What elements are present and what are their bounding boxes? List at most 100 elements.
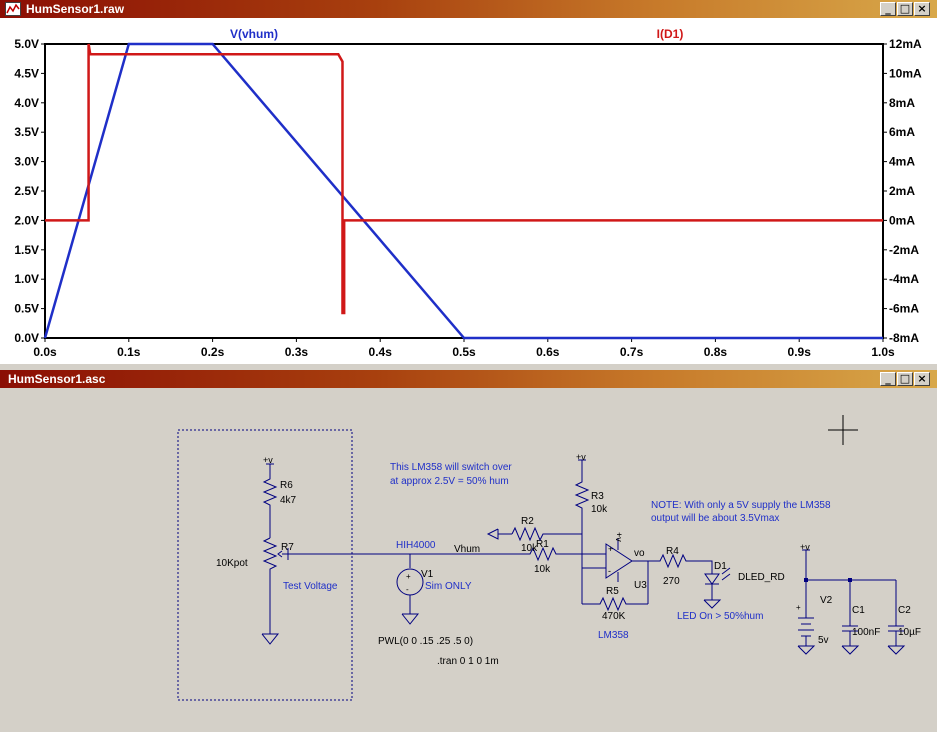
r6-name: R6	[280, 480, 293, 491]
x-tick-label: 0.5s	[452, 345, 476, 359]
plot-frame	[44, 43, 884, 339]
c2-name: C2	[898, 605, 911, 616]
y-right-tick-label: -2mA	[889, 243, 919, 257]
y-right-tick-label: 4mA	[889, 155, 915, 169]
r6-value: 4k7	[280, 495, 297, 506]
test-voltage-group-box	[177, 429, 353, 701]
supply-plus-label-4: +v	[800, 542, 810, 552]
net-vhum-label: Vhum	[454, 544, 480, 555]
y-right-tick-label: 10mA	[889, 66, 922, 80]
x-tick-label: 0.6s	[536, 345, 560, 359]
y-right-tick-label: 2mA	[889, 184, 915, 198]
comment-switch-line1: This LM358 will switch over	[390, 462, 512, 473]
u3-opamp[interactable]	[605, 543, 633, 579]
supply-plus-label-3: +v	[614, 532, 624, 542]
net-vo-label: vo	[634, 548, 645, 559]
supply-plus-label-2: +v	[576, 452, 586, 462]
r1-name: R1	[536, 539, 549, 550]
c2-value: 10µF	[898, 627, 921, 638]
schematic-drawing[interactable]: +v R6 4k7 R7 10Kpot Test Voltage + - HIH…	[0, 388, 937, 727]
v2-value: 5v	[818, 635, 829, 646]
series-legend-2: I(D1)	[657, 27, 684, 41]
sensor-name-label: HIH4000	[396, 540, 436, 551]
r3-resistor[interactable]	[574, 476, 590, 568]
x-tick-label: 0.4s	[369, 345, 393, 359]
series-line-2	[45, 43, 883, 315]
series-legend-1: V(vhum)	[230, 27, 278, 41]
r2-resistor[interactable]	[511, 526, 582, 542]
y-right-tick-label: 0mA	[889, 213, 915, 227]
d1-led[interactable]	[704, 573, 720, 585]
y-left-tick-label: 0.0V	[14, 331, 39, 345]
svg-text:-: -	[608, 566, 611, 576]
svg-text:+: +	[406, 572, 411, 581]
maximize-button[interactable]: □	[897, 372, 913, 386]
maximize-button[interactable]: □	[897, 2, 913, 16]
close-button[interactable]: ×	[914, 2, 930, 16]
ground-symbol	[261, 633, 280, 645]
d1-value: DLED_RD	[738, 572, 785, 583]
y-left-tick-label: 0.5V	[14, 302, 39, 316]
svg-text:+: +	[608, 544, 613, 554]
r7-value: 10Kpot	[216, 558, 248, 569]
waveform-window-title: HumSensor1.raw	[26, 2, 125, 16]
y-left-tick-label: 2.0V	[14, 213, 39, 227]
r4-value: 270	[663, 576, 680, 587]
r5-name: R5	[606, 586, 619, 597]
test-voltage-label: Test Voltage	[283, 581, 338, 592]
r5-value: 470K	[602, 611, 626, 622]
y-left-tick-label: 4.5V	[14, 66, 39, 80]
y-right-tick-label: 12mA	[889, 37, 922, 51]
minimize-button[interactable]: _	[880, 2, 896, 16]
x-tick-label: 0.9s	[788, 345, 812, 359]
c1-value: 100nF	[852, 627, 880, 638]
minimize-button[interactable]: _	[880, 372, 896, 386]
v2-name: V2	[820, 595, 833, 606]
x-tick-label: 0.7s	[620, 345, 644, 359]
schematic-titlebar[interactable]: HumSensor1.asc _ □ ×	[0, 370, 937, 388]
y-right-tick-label: 8mA	[889, 96, 915, 110]
r1-resistor[interactable]	[525, 546, 582, 562]
r4-name: R4	[666, 546, 679, 557]
led-note: LED On > 50%hum	[677, 611, 763, 622]
y-left-tick-label: 5.0V	[14, 37, 39, 51]
y-right-tick-label: 6mA	[889, 125, 915, 139]
r7-name: R7	[281, 542, 294, 553]
x-tick-label: 0.0s	[33, 345, 57, 359]
r2-value: 10k	[521, 543, 538, 554]
y-left-tick-label: 3.5V	[14, 125, 39, 139]
c1-name: C1	[852, 605, 865, 616]
schematic-canvas[interactable]: +v R6 4k7 R7 10Kpot Test Voltage + - HIH…	[0, 388, 937, 727]
svg-text:-: -	[406, 585, 409, 594]
schematic-window-title: HumSensor1.asc	[8, 372, 106, 386]
waveform-app-icon	[5, 2, 21, 16]
y-left-tick-label: 1.5V	[14, 243, 39, 257]
x-tick-label: 0.8s	[704, 345, 728, 359]
u3-name: U3	[634, 580, 647, 591]
v1-name: V1	[421, 569, 434, 580]
y-left-tick-label: 3.0V	[14, 155, 39, 169]
waveform-titlebar[interactable]: HumSensor1.raw _ □ ×	[0, 0, 937, 18]
y-left-tick-label: 1.0V	[14, 272, 39, 286]
y-left-tick-label: 4.0V	[14, 96, 39, 110]
r1-value: 10k	[534, 564, 551, 575]
tran-directive: .tran 0 1 0 1m	[437, 656, 499, 667]
r4-resistor[interactable]	[656, 553, 713, 574]
r5-resistor[interactable]	[582, 596, 648, 612]
schematic-window[interactable]: HumSensor1.asc _ □ × +v R6 4k7 R7	[0, 370, 937, 727]
v1-value: Sim ONLY	[425, 581, 472, 592]
x-tick-label: 0.2s	[201, 345, 225, 359]
comment-switch-line2: at approx 2.5V = 50% hum	[390, 476, 509, 487]
x-tick-label: 0.1s	[117, 345, 141, 359]
close-button[interactable]: ×	[914, 372, 930, 386]
y-right-tick-label: -6mA	[889, 302, 919, 316]
r6-resistor[interactable]	[262, 474, 278, 538]
comment-note-line2: output will be about 3.5Vmax	[651, 513, 779, 524]
supply-plus-label: +v	[263, 455, 273, 465]
u3-value: LM358	[598, 630, 629, 641]
pwl-directive: PWL(0 0 .15 .25 .5 0)	[378, 636, 473, 647]
r7-potentiometer[interactable]	[262, 537, 278, 634]
